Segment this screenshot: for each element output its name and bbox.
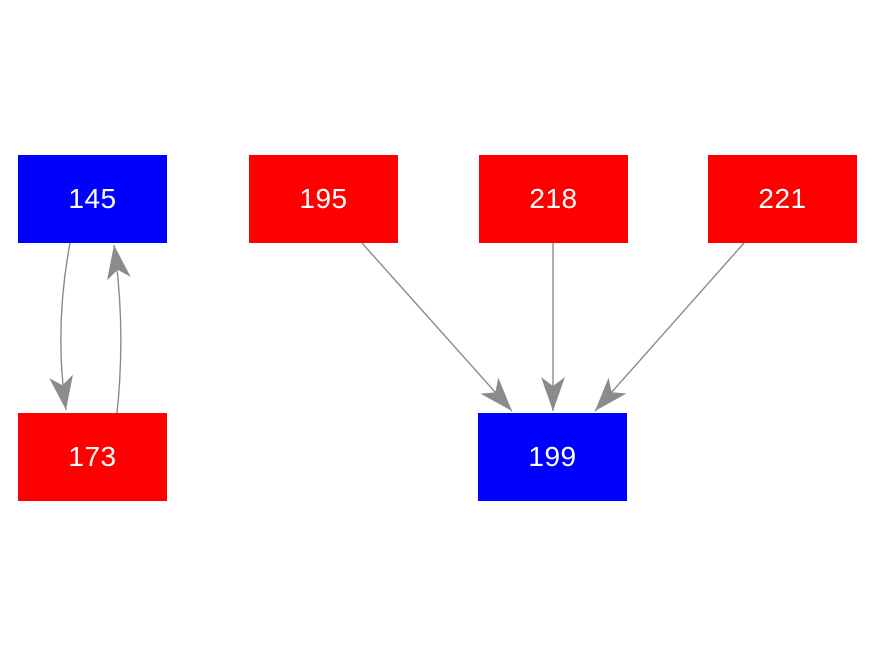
- node-label-173: 173: [68, 441, 117, 472]
- node-label-145: 145: [68, 183, 117, 214]
- node-221[interactable]: 221: [708, 155, 857, 243]
- edge-195-199: [361, 242, 513, 412]
- node-173[interactable]: 173: [18, 413, 167, 501]
- edge-173-145: [106, 244, 131, 414]
- node-145[interactable]: 145: [18, 155, 167, 243]
- edge-221-199: [594, 242, 745, 412]
- node-218[interactable]: 218: [479, 155, 628, 243]
- node-label-195: 195: [299, 183, 348, 214]
- node-label-221: 221: [758, 183, 807, 214]
- node-label-218: 218: [529, 183, 578, 214]
- edge-145-173: [49, 242, 73, 411]
- node-label-199: 199: [528, 441, 577, 472]
- node-199[interactable]: 199: [478, 413, 627, 501]
- node-195[interactable]: 195: [249, 155, 398, 243]
